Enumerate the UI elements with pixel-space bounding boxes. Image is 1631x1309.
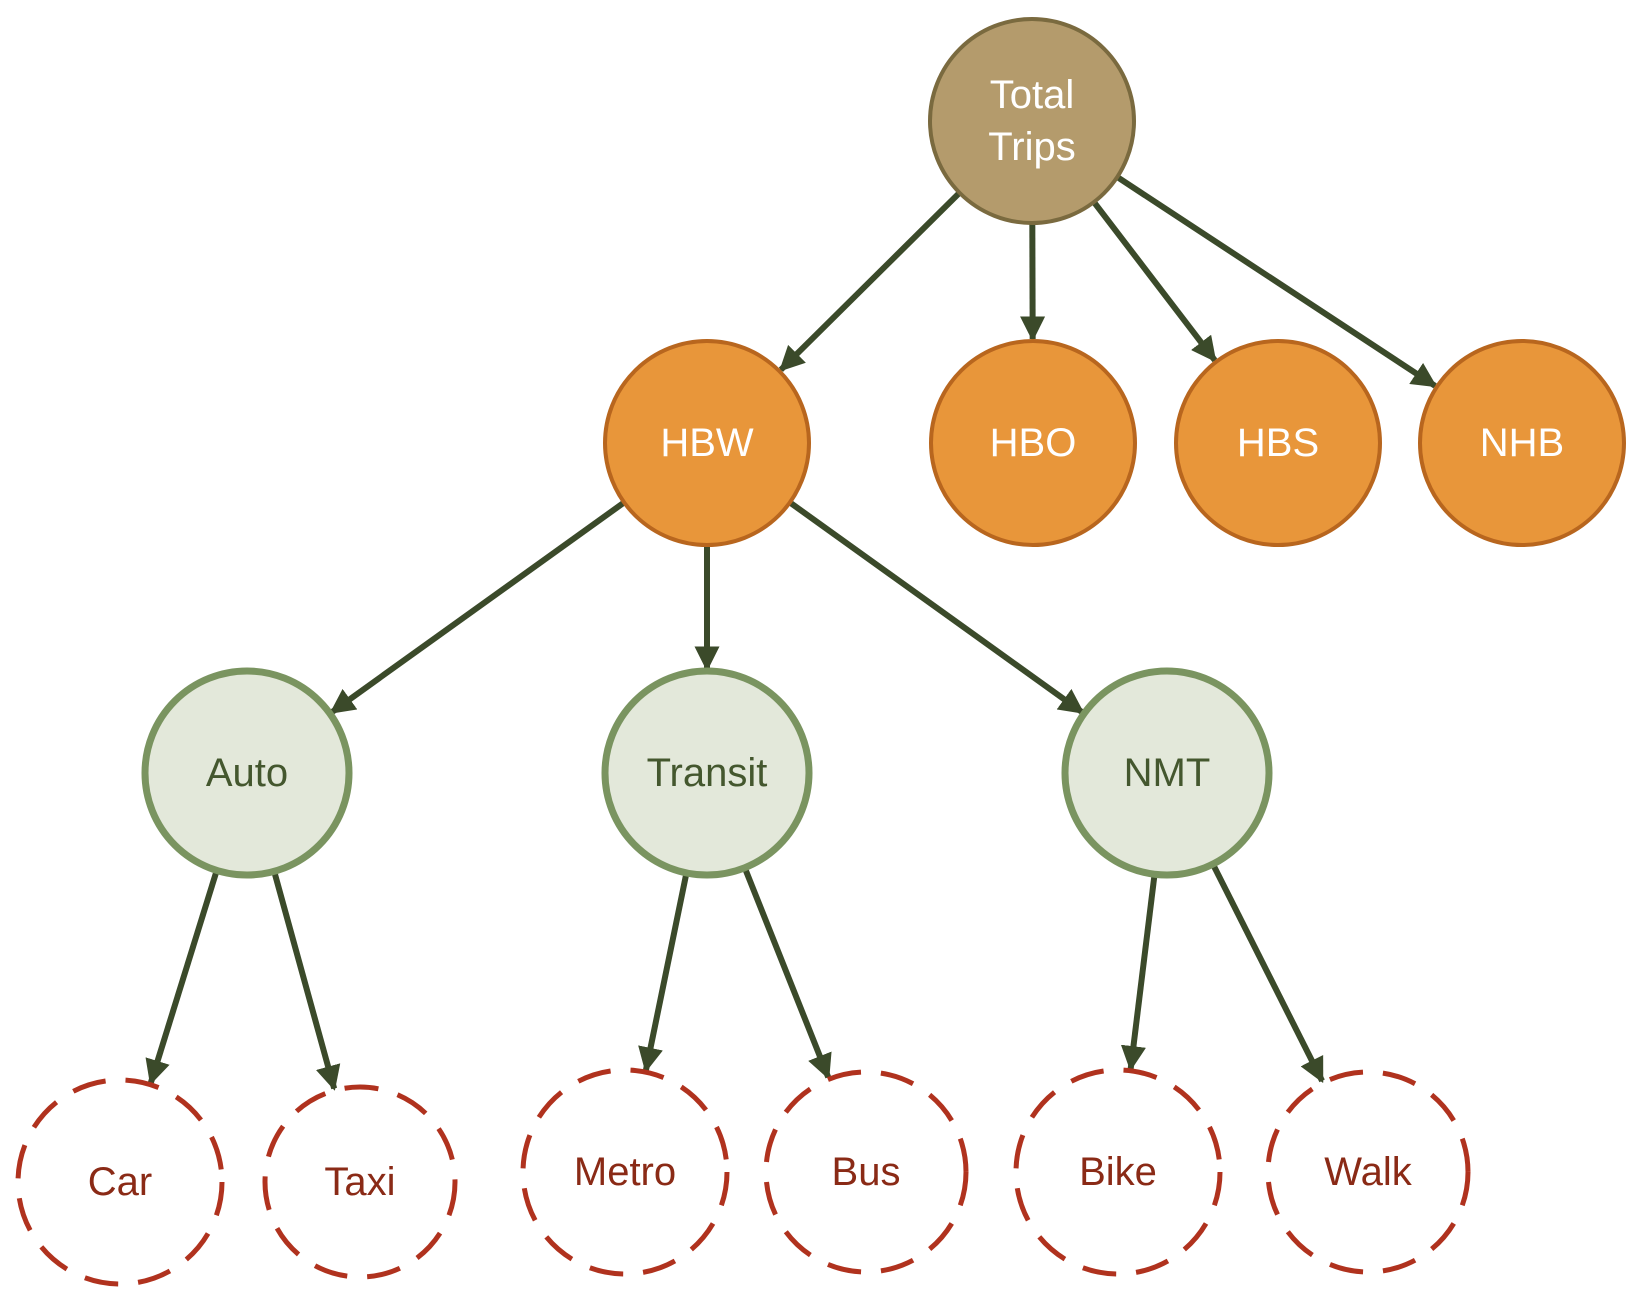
node-label-nhb: NHB <box>1480 421 1564 465</box>
node-auto: Auto <box>141 667 353 879</box>
node-label-hbw: HBW <box>660 421 754 465</box>
node-circle-hbo <box>929 339 1137 547</box>
edge-total-to-hbs <box>1091 200 1218 363</box>
node-label-total-line-2: Trips <box>988 125 1075 169</box>
node-circle-transit <box>601 667 813 879</box>
node-label-walk: Walk <box>1324 1150 1412 1194</box>
node-circle-metro <box>520 1067 730 1277</box>
node-label-taxi: Taxi <box>324 1160 395 1204</box>
edge-hbw-to-nmt <box>788 500 1085 715</box>
node-circle-bike <box>1013 1067 1223 1277</box>
edge-nmt-to-walk <box>1210 862 1325 1084</box>
node-circle-walk <box>1265 1069 1471 1275</box>
node-taxi: Taxi <box>262 1084 458 1280</box>
node-hbw: HBW <box>603 339 811 547</box>
node-label-car: Car <box>88 1160 152 1204</box>
node-circle-bus <box>763 1069 969 1275</box>
node-label-auto: Auto <box>206 751 288 795</box>
node-label-nmt: NMT <box>1124 751 1211 795</box>
node-label-transit: Transit <box>647 751 768 795</box>
edge-auto-to-car <box>145 869 220 1086</box>
node-label-hbs: HBS <box>1237 421 1319 465</box>
node-label-total-line-1: Total <box>990 73 1075 117</box>
node-circle-hbs <box>1174 339 1382 547</box>
node-circle-taxi <box>262 1084 458 1280</box>
edge-transit-to-metro <box>638 872 690 1073</box>
edge-nmt-to-bike <box>1120 873 1158 1072</box>
node-label-bike: Bike <box>1079 1150 1157 1194</box>
node-nhb: NHB <box>1418 339 1626 547</box>
node-circle-nmt <box>1061 667 1273 879</box>
node-circle-total <box>928 17 1136 225</box>
node-circle-nhb <box>1418 339 1626 547</box>
node-transit: Transit <box>601 667 813 879</box>
edge-total-to-nhb <box>1115 174 1438 389</box>
edge-hbw-to-auto <box>329 500 626 715</box>
node-label-metro: Metro <box>574 1150 676 1194</box>
node-metro: Metro <box>520 1067 730 1277</box>
node-nmt: NMT <box>1061 667 1273 879</box>
node-bike: Bike <box>1013 1067 1223 1277</box>
node-hbs: HBS <box>1174 339 1382 547</box>
edge-auto-to-taxi <box>271 870 341 1091</box>
node-circle-car <box>15 1077 225 1287</box>
node-car: Car <box>15 1077 225 1287</box>
node-walk: Walk <box>1265 1069 1471 1275</box>
edge-total-to-hbw <box>778 190 962 372</box>
node-label-hbo: HBO <box>990 421 1077 465</box>
edge-transit-to-bus <box>741 866 832 1080</box>
node-circle-hbw <box>603 339 811 547</box>
node-circle-auto <box>141 667 353 879</box>
node-label-bus: Bus <box>832 1150 901 1194</box>
node-hbo: HBO <box>929 339 1137 547</box>
node-bus: Bus <box>763 1069 969 1275</box>
edges-layer <box>145 174 1438 1091</box>
